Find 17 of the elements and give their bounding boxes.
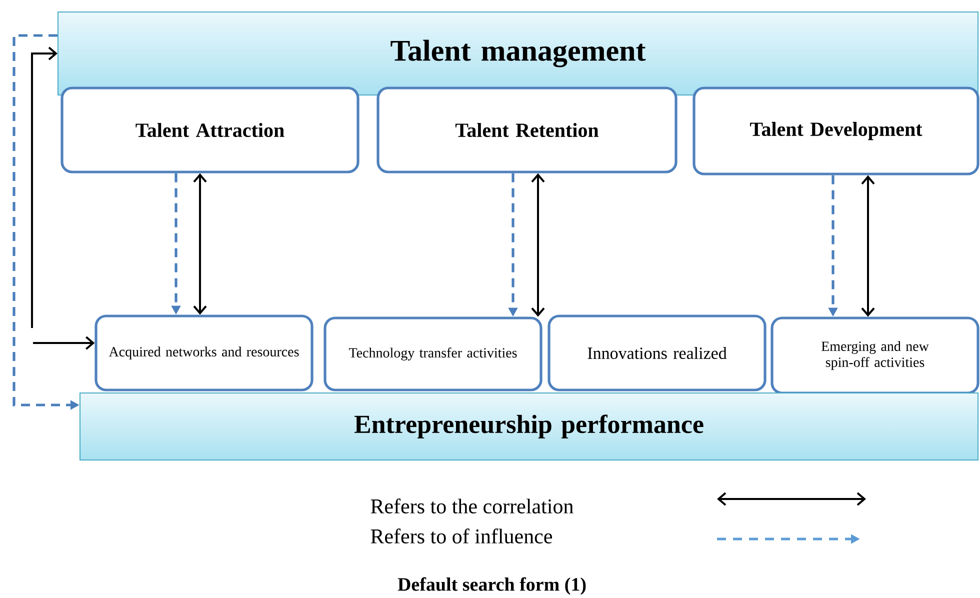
- process-box: Acquired networks and resources: [94, 314, 314, 392]
- process-box: Talent Attraction: [60, 86, 360, 174]
- legend-text: Refers to the correlation: [370, 498, 574, 514]
- process-box: Talent Development: [692, 86, 980, 176]
- process-box: Talent Retention: [376, 86, 678, 174]
- arrow: [31, 46, 58, 328]
- arrow: [861, 175, 875, 317]
- legend-text: Refers to of influence: [370, 528, 552, 544]
- arrow: [531, 173, 545, 317]
- process-box: Technology transfer activities: [324, 316, 542, 392]
- process-box: Innovations realized: [548, 314, 766, 392]
- banner-box: Talent management: [58, 12, 978, 96]
- process-box: Emerging and new spin-off activities: [770, 316, 980, 394]
- caption: Default search form (1): [398, 577, 586, 595]
- arrow: [193, 173, 207, 315]
- arrow: [33, 336, 95, 350]
- banner-box: Entrepreneurship performance: [80, 392, 978, 460]
